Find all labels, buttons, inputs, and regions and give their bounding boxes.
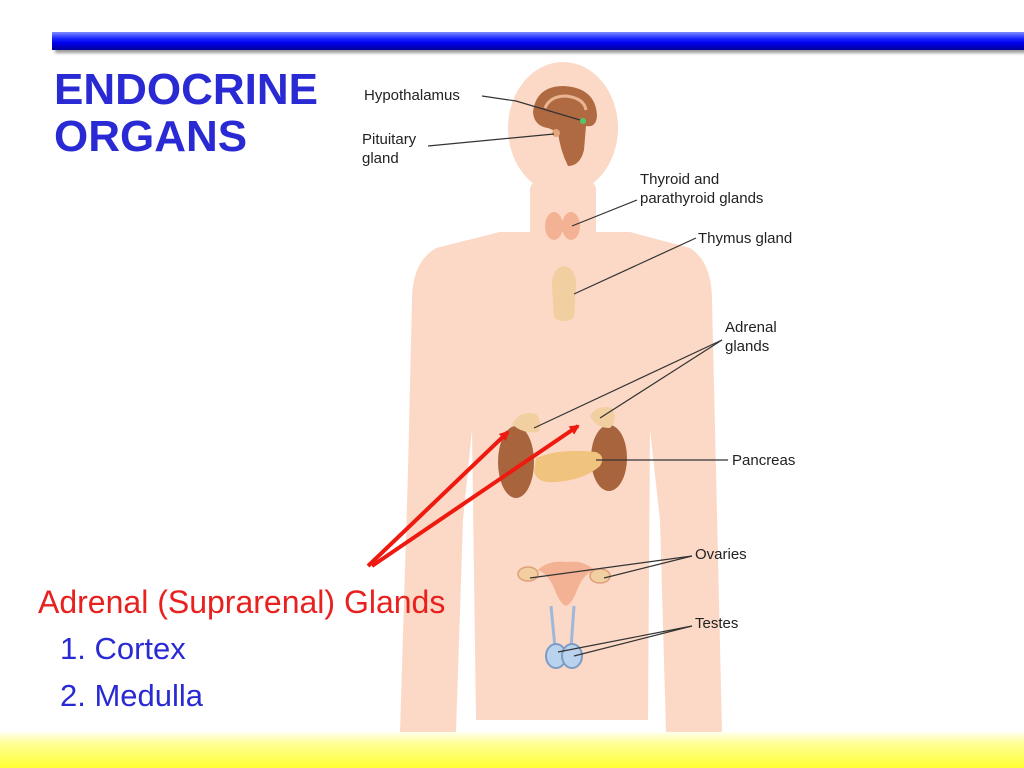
- thymus-gland: [552, 266, 576, 321]
- slide-title: ENDOCRINE ORGANS: [54, 66, 318, 160]
- brain: [533, 86, 597, 166]
- top-accent-bar: [52, 32, 1024, 50]
- ovaries-and-uterus: [517, 561, 611, 606]
- label-pituitary-line-2: gland: [362, 150, 399, 167]
- label-pituitary-line-1: Pituitary: [362, 131, 417, 148]
- left-adrenal-gland: [512, 413, 541, 433]
- pituitary-marker: [552, 129, 560, 137]
- slide-title-line-1: ENDOCRINE: [54, 65, 319, 114]
- thyroid-gland: [545, 212, 580, 240]
- body-silhouette: [400, 62, 722, 732]
- label-pancreas: Pancreas: [732, 452, 796, 469]
- label-hypothalamus: Hypothalamus: [364, 87, 460, 104]
- caption-item-cortex: 1. Cortex: [60, 631, 186, 666]
- pancreas: [534, 450, 603, 483]
- label-ovaries: Ovaries: [695, 546, 747, 563]
- adrenal-callout-arrows: [366, 424, 580, 568]
- leader-lines: [427, 95, 728, 657]
- arrow-to-left-adrenal: [366, 430, 510, 568]
- label-thymus: Thymus gland: [698, 230, 793, 247]
- label-adrenal-line-2: glands: [725, 338, 770, 355]
- right-kidney: [591, 425, 627, 491]
- label-adrenal-line-1: Adrenal: [725, 319, 777, 336]
- arrow-to-right-adrenal: [370, 424, 580, 568]
- label-testes: Testes: [695, 615, 739, 632]
- label-thyroid-line-2: parathyroid glands: [640, 190, 764, 207]
- slide-title-line-2: ORGANS: [54, 112, 248, 161]
- left-kidney: [498, 426, 534, 498]
- bottom-accent-band: [0, 732, 1024, 768]
- hypothalamus-marker: [580, 118, 586, 124]
- label-thyroid-line-1: Thyroid and: [640, 171, 720, 188]
- caption-adrenal-glands: Adrenal (Suprarenal) Glands: [38, 584, 446, 620]
- caption-item-medulla: 2. Medulla: [60, 678, 204, 713]
